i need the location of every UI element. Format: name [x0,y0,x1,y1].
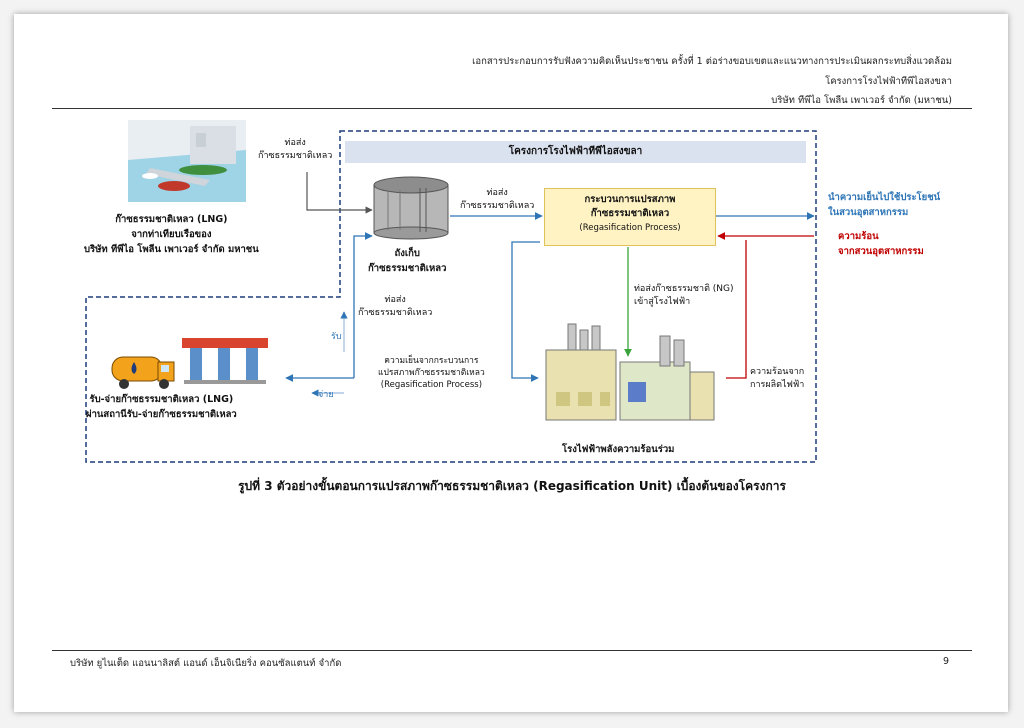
jetty-label-line1: ก๊าซธรรมชาติเหลว (LNG) [115,214,228,225]
process-box-line1: กระบวนการแปรสภาพ [584,194,676,205]
pipe-label-mid-line2: ก๊าซธรรมชาติเหลว [460,201,535,211]
page-number: 9 [943,656,950,667]
dispatch-label: จ่าย [318,390,334,400]
power-plant-label: โรงไฟฟ้าพลังความร้อนร่วม [562,444,675,455]
jetty-label-line3: บริษัท ทีพีไอ โพลีน เพาเวอร์ จำกัด มหาชน [84,244,259,255]
pipe-label-left: ท่อส่ง ก๊าซธรรมชาติเหลว [358,294,432,320]
station-label: รับ-จ่ายก๊าซธรรมชาติเหลว (LNG) ผ่านสถานี… [86,392,237,422]
tank-label-line2: ก๊าซธรรมชาติเหลว [368,263,447,274]
cold-use-label: นำความเย็นไปใช้ประโยชน์ ในสวนอุตสาหกรรม [828,190,940,220]
combined-cycle-power-plant [545,323,715,421]
receive-label: รับ [331,332,342,342]
header-line-1: เอกสารประกอบการรับฟังความคิดเห็นประชาชน … [472,56,952,67]
header-rule [52,108,972,109]
header-line-3: บริษัท ทีพีไอ โพลีน เพาเวอร์ จำกัด (มหาช… [771,95,952,106]
cold-from-process-label: ความเย็นจากกระบวนการ แปรสภาพก๊าซธรรมชาติ… [378,355,485,391]
cold-from-process-line2: แปรสภาพก๊าซธรรมชาติเหลว [378,368,485,378]
ng-pipe-line1: ท่อส่งก๊าซธรรมชาติ (NG) [634,284,734,294]
station-label-line2: ผ่านสถานีรับ-จ่ายก๊าซธรรมชาติเหลว [86,409,237,420]
cold-use-line2: ในสวนอุตสาหกรรม [828,207,909,218]
heat-from-power-label: ความร้อนจาก การผลิตไฟฟ้า [750,366,804,392]
lng-station [182,338,268,384]
lng-tanker-truck [111,356,175,389]
process-box-line3: (Regasification Process) [579,223,681,233]
pipe-label-mid: ท่อส่ง ก๊าซธรรมชาติเหลว [460,187,534,213]
heat-in-line1: ความร้อน [838,231,879,242]
heat-from-power-line1: ความร้อนจาก [750,367,805,377]
pipe-label-left-line2: ก๊าซธรรมชาติเหลว [358,308,433,318]
lng-storage-tank [373,176,449,240]
tank-label-line1: ถังเก็บ [394,248,420,259]
pipe-label-top-line1: ท่อส่ง [284,138,306,148]
heat-from-power-line2: การผลิตไฟฟ้า [750,380,805,390]
heat-in-label: ความร้อน จากสวนอุตสาหกรรม [838,229,924,259]
process-box-line2: ก๊าซธรรมชาติเหลว [590,208,670,219]
pipe-label-top: ท่อส่ง ก๊าซธรรมชาติเหลว [258,137,332,163]
figure-caption: รูปที่ 3 ตัวอย่างขั้นตอนการแปรสภาพก๊าซธร… [238,479,786,493]
ng-pipe-line2: เข้าสู่โรงไฟฟ้า [634,297,691,307]
header-line-2: โครงการโรงไฟฟ้าทีพีไอสงขลา [825,76,952,87]
lng-jetty-image [128,120,246,202]
jetty-label-line2: จากท่าเทียบเรือของ [131,229,212,240]
project-title: โครงการโรงไฟฟ้าทีพีไอสงขลา [345,141,806,163]
cold-from-process-line3: (Regasification Process) [380,380,483,390]
tank-label: ถังเก็บ ก๊าซธรรมชาติเหลว [368,246,446,276]
heat-in-line2: จากสวนอุตสาหกรรม [838,246,924,257]
pipe-label-left-line1: ท่อส่ง [384,295,406,305]
project-boundary [85,130,817,463]
cold-from-process-line1: ความเย็นจากกระบวนการ [384,356,479,366]
footer-company: บริษัท ยูไนเต็ด แอนนาลิสต์ แอนด์ เอ็นจิเ… [70,658,342,669]
regasification-process-box: กระบวนการแปรสภาพ ก๊าซธรรมชาติเหลว (Regas… [544,188,716,246]
jetty-label: ก๊าซธรรมชาติเหลว (LNG) จากท่าเทียบเรือขอ… [84,212,259,257]
station-label-line1: รับ-จ่ายก๊าซธรรมชาติเหลว (LNG) [89,394,234,405]
pipe-label-mid-line1: ท่อส่ง [486,188,508,198]
ng-pipe-label: ท่อส่งก๊าซธรรมชาติ (NG) เข้าสู่โรงไฟฟ้า [634,283,734,309]
cold-use-line1: นำความเย็นไปใช้ประโยชน์ [828,192,941,203]
footer-rule [52,650,972,651]
pipe-label-top-line2: ก๊าซธรรมชาติเหลว [258,151,333,161]
